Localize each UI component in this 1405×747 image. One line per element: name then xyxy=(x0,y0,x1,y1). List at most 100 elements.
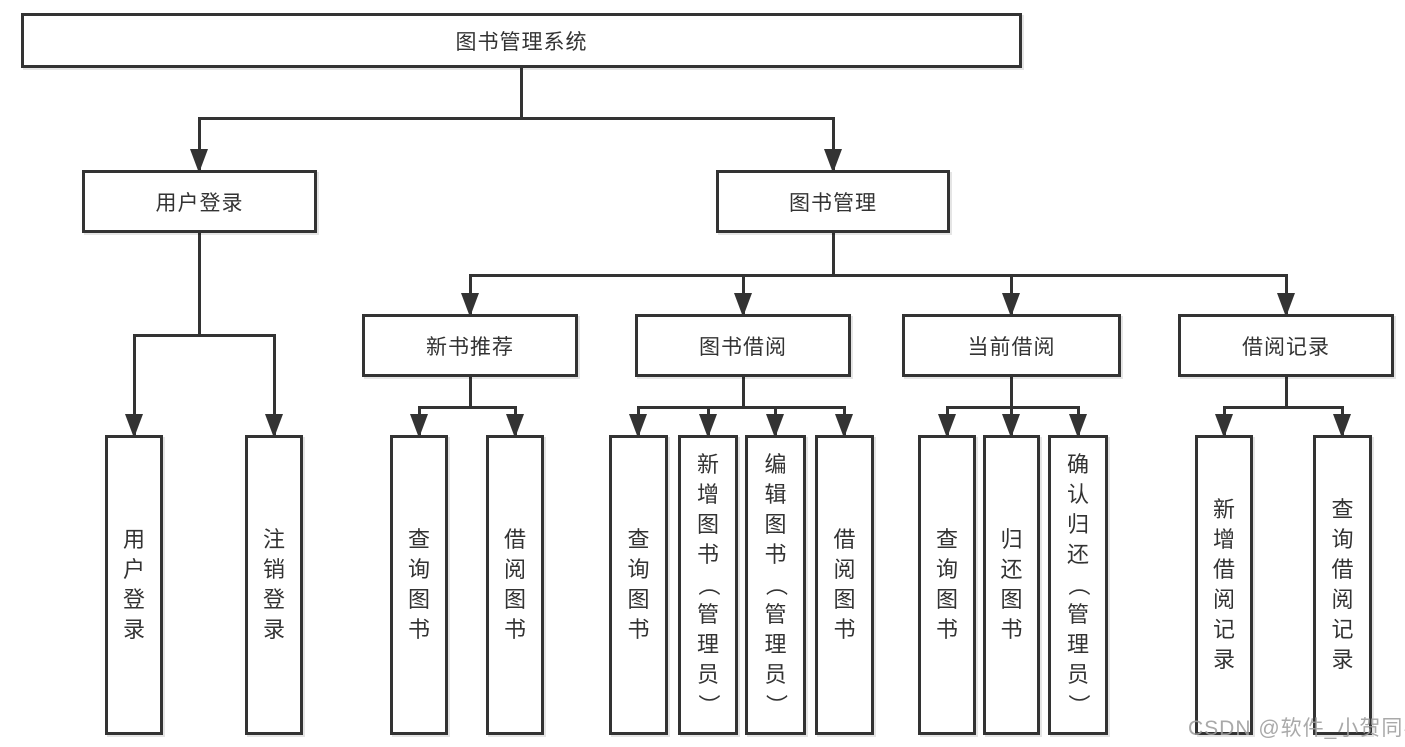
vertical-char: 借 xyxy=(1212,557,1235,582)
node-label-vertical: 查询借阅记录 xyxy=(1316,438,1369,732)
node-label: 当前借阅 xyxy=(967,335,1056,359)
node-label: 新书推荐 xyxy=(426,335,514,359)
vertical-char: 新 xyxy=(1212,497,1235,522)
vertical-char: 认 xyxy=(1066,482,1089,507)
arrow-down-icon xyxy=(125,414,143,438)
vertical-char: 理 xyxy=(764,632,787,657)
arrow-down-icon xyxy=(835,414,853,438)
arrow-down-icon xyxy=(506,414,524,438)
node-label: 图书借阅 xyxy=(699,335,787,359)
vertical-char: 查 xyxy=(627,527,650,552)
node-leaf-cb-query: 查询图书 xyxy=(918,435,976,735)
arrow-down-icon xyxy=(1333,414,1351,438)
vertical-char: 图 xyxy=(407,587,430,612)
vertical-char: 新 xyxy=(696,452,719,477)
vertical-char: 还 xyxy=(1000,557,1023,582)
vertical-char: 理 xyxy=(696,632,719,657)
vertical-char: （ xyxy=(1066,573,1091,596)
node-label-vertical: 注销登录 xyxy=(248,438,300,732)
vertical-char: 书 xyxy=(696,542,719,567)
vertical-char: 询 xyxy=(935,557,958,582)
node-label-vertical: 查询图书 xyxy=(921,438,973,732)
connector-bar xyxy=(132,333,276,337)
vertical-char: 录 xyxy=(1212,647,1235,672)
arrow-down-icon xyxy=(1002,293,1020,317)
connector-stem xyxy=(831,233,835,277)
vertical-char: 询 xyxy=(1331,527,1354,552)
vertical-char: 录 xyxy=(262,617,285,642)
connector-drop xyxy=(272,335,276,435)
node-label-vertical: 确认归还（管理员） xyxy=(1051,438,1105,732)
vertical-char: 借 xyxy=(1331,557,1354,582)
connector-stem xyxy=(468,377,472,409)
arrow-down-icon xyxy=(766,414,784,438)
vertical-char: ） xyxy=(1066,693,1091,716)
vertical-char: 书 xyxy=(407,617,430,642)
arrow-down-icon xyxy=(824,149,842,173)
vertical-char: 借 xyxy=(833,527,856,552)
node-label-vertical: 新增借阅记录 xyxy=(1198,438,1250,732)
vertical-char: 图 xyxy=(764,512,787,537)
vertical-char: （ xyxy=(696,573,721,596)
vertical-char: 阅 xyxy=(503,557,526,582)
node-label: 借阅记录 xyxy=(1242,335,1330,359)
vertical-char: 记 xyxy=(1331,617,1354,642)
vertical-char: 书 xyxy=(503,617,526,642)
arrow-down-icon xyxy=(938,414,956,438)
vertical-char: 阅 xyxy=(833,557,856,582)
vertical-char: 询 xyxy=(407,557,430,582)
vertical-char: 户 xyxy=(122,557,145,582)
vertical-char: 录 xyxy=(122,617,145,642)
connector-drop xyxy=(831,118,835,170)
node-leaf-bb-borrow: 借阅图书 xyxy=(815,435,874,735)
vertical-char: 管 xyxy=(764,602,787,627)
connector-bar xyxy=(945,405,1080,409)
vertical-char: 管 xyxy=(696,602,719,627)
vertical-char: 员 xyxy=(764,662,787,687)
connector-stem xyxy=(741,377,745,409)
node-leaf-rec-query: 查询借阅记录 xyxy=(1313,435,1372,735)
node-book-borrow: 图书借阅 xyxy=(635,314,851,377)
node-label-vertical: 编辑图书（管理员） xyxy=(748,438,803,732)
node-label-vertical: 新增图书（管理员） xyxy=(681,438,735,732)
connector-bar xyxy=(417,405,517,409)
vertical-char: 图 xyxy=(627,587,650,612)
vertical-char: 书 xyxy=(1000,617,1023,642)
vertical-char: 员 xyxy=(1066,662,1089,687)
connector-bar xyxy=(636,405,846,409)
vertical-char: 书 xyxy=(627,617,650,642)
vertical-char: 图 xyxy=(1000,587,1023,612)
node-borrow-records: 借阅记录 xyxy=(1178,314,1394,377)
vertical-char: 管 xyxy=(1066,602,1089,627)
vertical-char: 用 xyxy=(122,527,145,552)
connector-drop xyxy=(197,118,201,170)
watermark: CSDN @软件_小贺同学 xyxy=(1188,717,1405,740)
vertical-char: ） xyxy=(696,693,721,716)
vertical-char: 图 xyxy=(503,587,526,612)
node-leaf-nbr-query: 查询图书 xyxy=(390,435,448,735)
vertical-char: 图 xyxy=(833,587,856,612)
arrow-down-icon xyxy=(1002,414,1020,438)
connector-bar xyxy=(468,273,1288,277)
arrow-down-icon xyxy=(1069,414,1087,438)
node-leaf-logout: 注销登录 xyxy=(245,435,303,735)
vertical-char: 确 xyxy=(1066,452,1089,477)
arrow-down-icon xyxy=(1215,414,1233,438)
node-leaf-nbr-borrow: 借阅图书 xyxy=(486,435,544,735)
node-current-borrow: 当前借阅 xyxy=(902,314,1121,377)
connector-stem xyxy=(519,68,523,120)
vertical-char: 辑 xyxy=(764,482,787,507)
node-leaf-user-login: 用户登录 xyxy=(105,435,163,735)
vertical-char: 阅 xyxy=(1212,587,1235,612)
connector-stem xyxy=(1284,377,1288,409)
vertical-char: 阅 xyxy=(1331,587,1354,612)
node-label-vertical: 借阅图书 xyxy=(489,438,541,732)
vertical-char: （ xyxy=(763,573,789,596)
node-label: 图书管理系统 xyxy=(455,30,588,54)
vertical-char: 增 xyxy=(696,482,719,507)
vertical-char: 询 xyxy=(627,557,650,582)
arrow-down-icon xyxy=(1277,293,1295,317)
vertical-char: 编 xyxy=(764,452,787,477)
arrow-down-icon xyxy=(734,293,752,317)
